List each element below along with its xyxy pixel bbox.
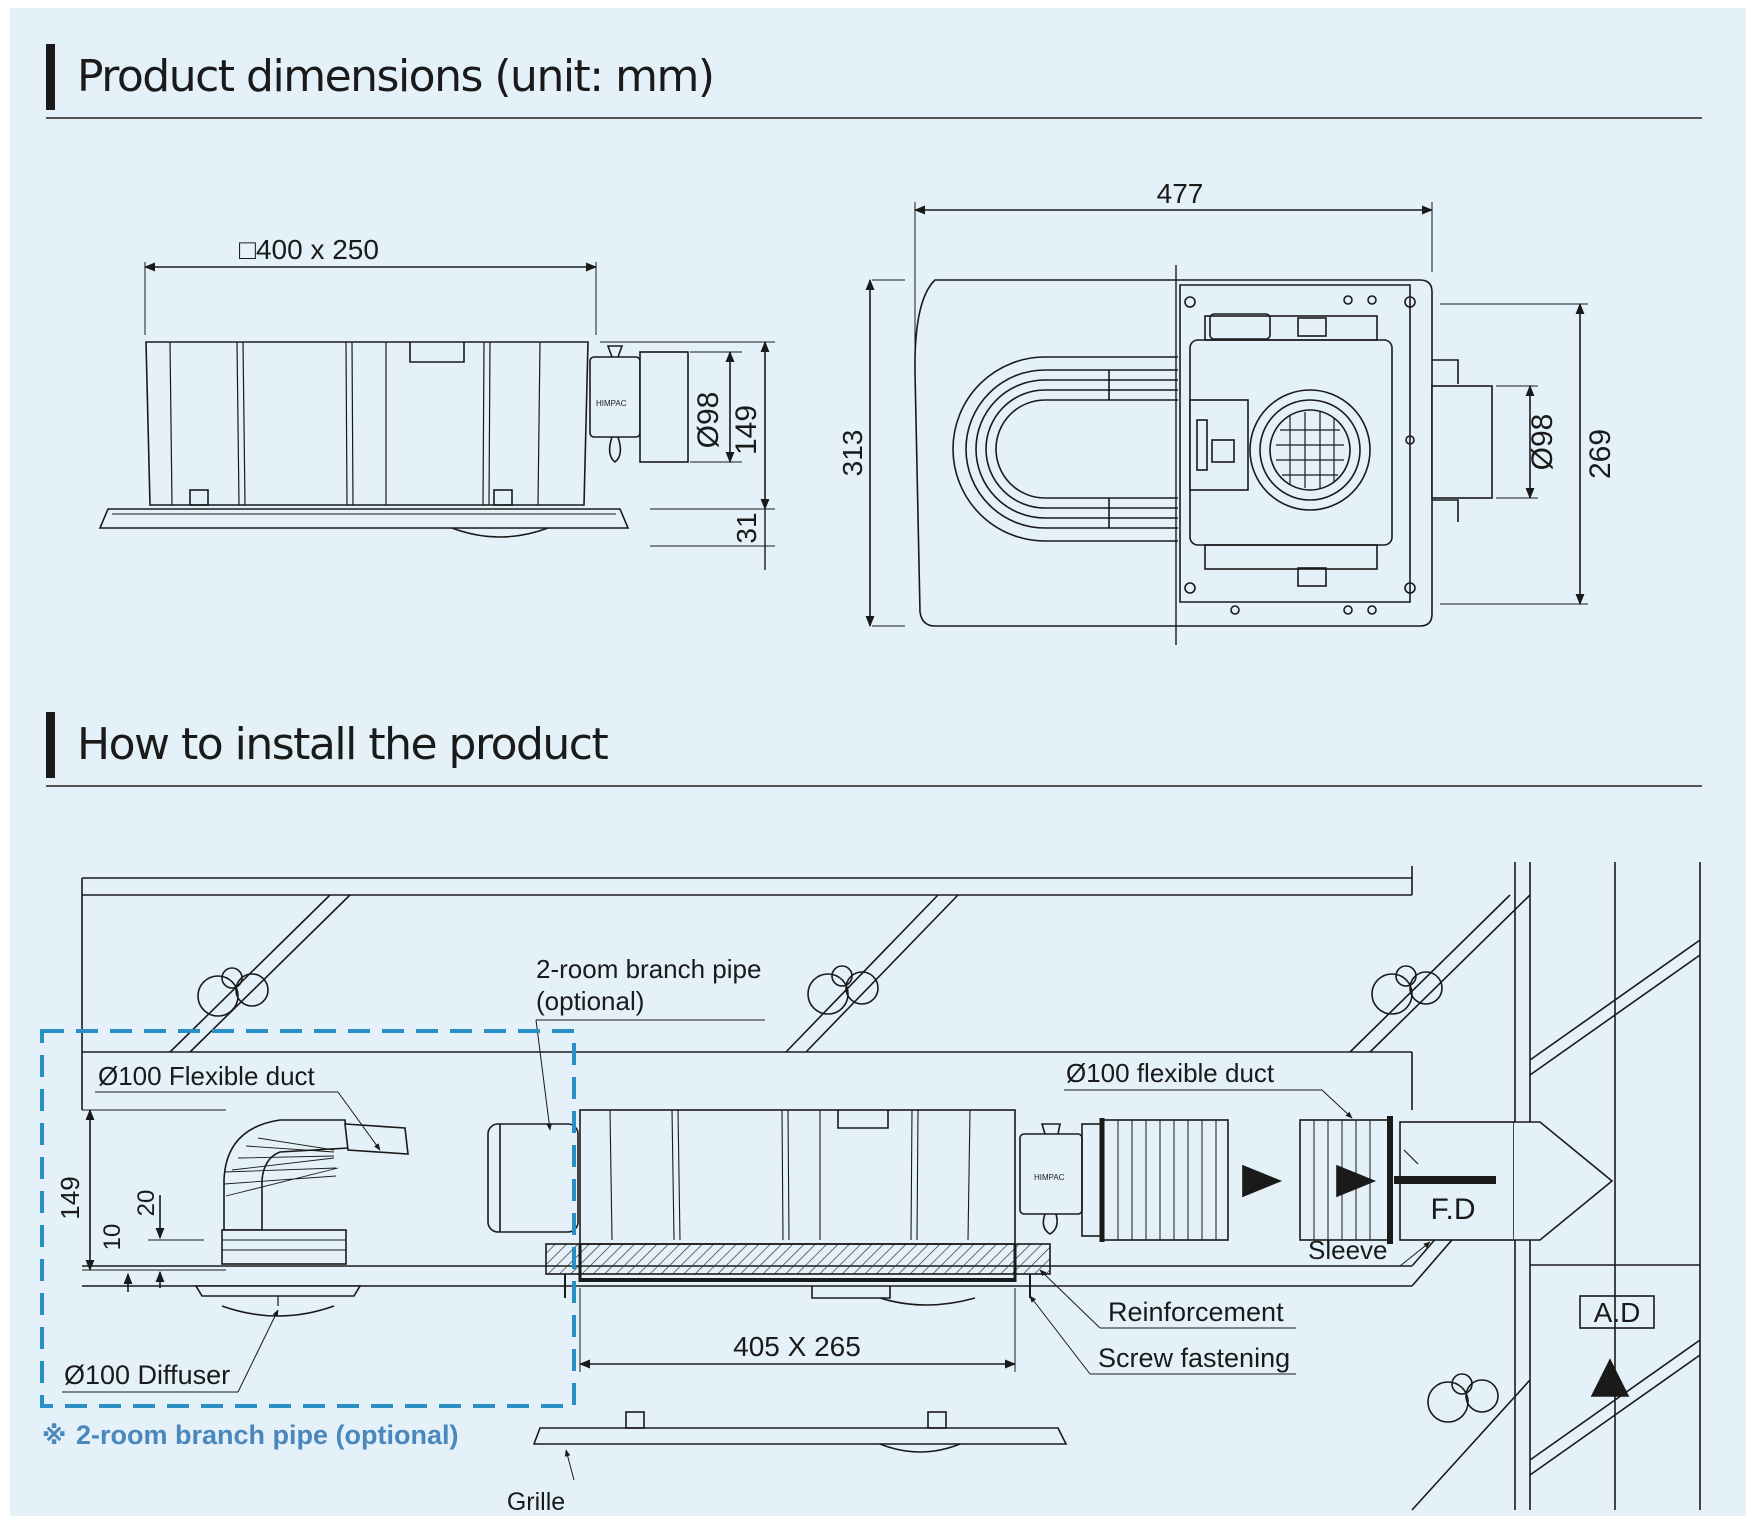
opening-dim: 405 X 265 [733,1331,861,1362]
dimensions-section-title: Product dimensions (unit: mm) [46,44,715,110]
flex-duct-right-label: Ø100 flexible duct [1066,1058,1275,1088]
install-brand-mark: HIMPAC [1034,1173,1065,1182]
side-brand-mark: HIMPAC [596,399,627,408]
top-depth-dim: 313 [837,430,868,477]
screw-fastening-label: Screw fastening [1098,1343,1290,1373]
install-section-rule [46,785,1702,787]
install-dim-10: 10 [99,1224,126,1251]
install-dim-149: 149 [55,1176,85,1219]
grille-label: Grille [507,1488,565,1516]
side-view: HIMPAC [98,262,775,570]
top-duct-diameter: Ø98 [1526,414,1559,471]
top-view [865,202,1588,645]
flex-duct-left-label: Ø100 Flexible duct [98,1061,316,1091]
branch-pipe-label-line2: (optional) [536,986,644,1016]
top-width-dim: 477 [1157,178,1204,209]
side-grille-dim: 31 [731,512,762,543]
sleeve-label: Sleeve [1308,1235,1388,1265]
install-section-title: How to install the product [46,712,609,778]
fire-damper-label: F.D [1431,1193,1476,1226]
diffuser-label: Ø100 Diffuser [64,1360,230,1390]
side-width-dim: □400 x 250 [239,234,379,265]
side-duct-diameter: Ø98 [692,392,725,449]
branch-note-mark: ※ [42,1422,66,1450]
optional-branch-outline [40,1029,576,1408]
top-side-dim: 269 [1584,429,1617,479]
reinforcement-label: Reinforcement [1108,1297,1284,1327]
side-height-dim: 149 [730,405,763,455]
branch-pipe-label-line1: 2-room branch pipe [536,954,761,984]
install-dim-20: 20 [133,1190,160,1217]
installation-view: HIMPAC [62,862,1701,1511]
dimensions-section-rule [46,117,1702,119]
branch-note: 2-room branch pipe (optional) [76,1420,459,1450]
air-damper-label: A.D [1594,1297,1641,1328]
